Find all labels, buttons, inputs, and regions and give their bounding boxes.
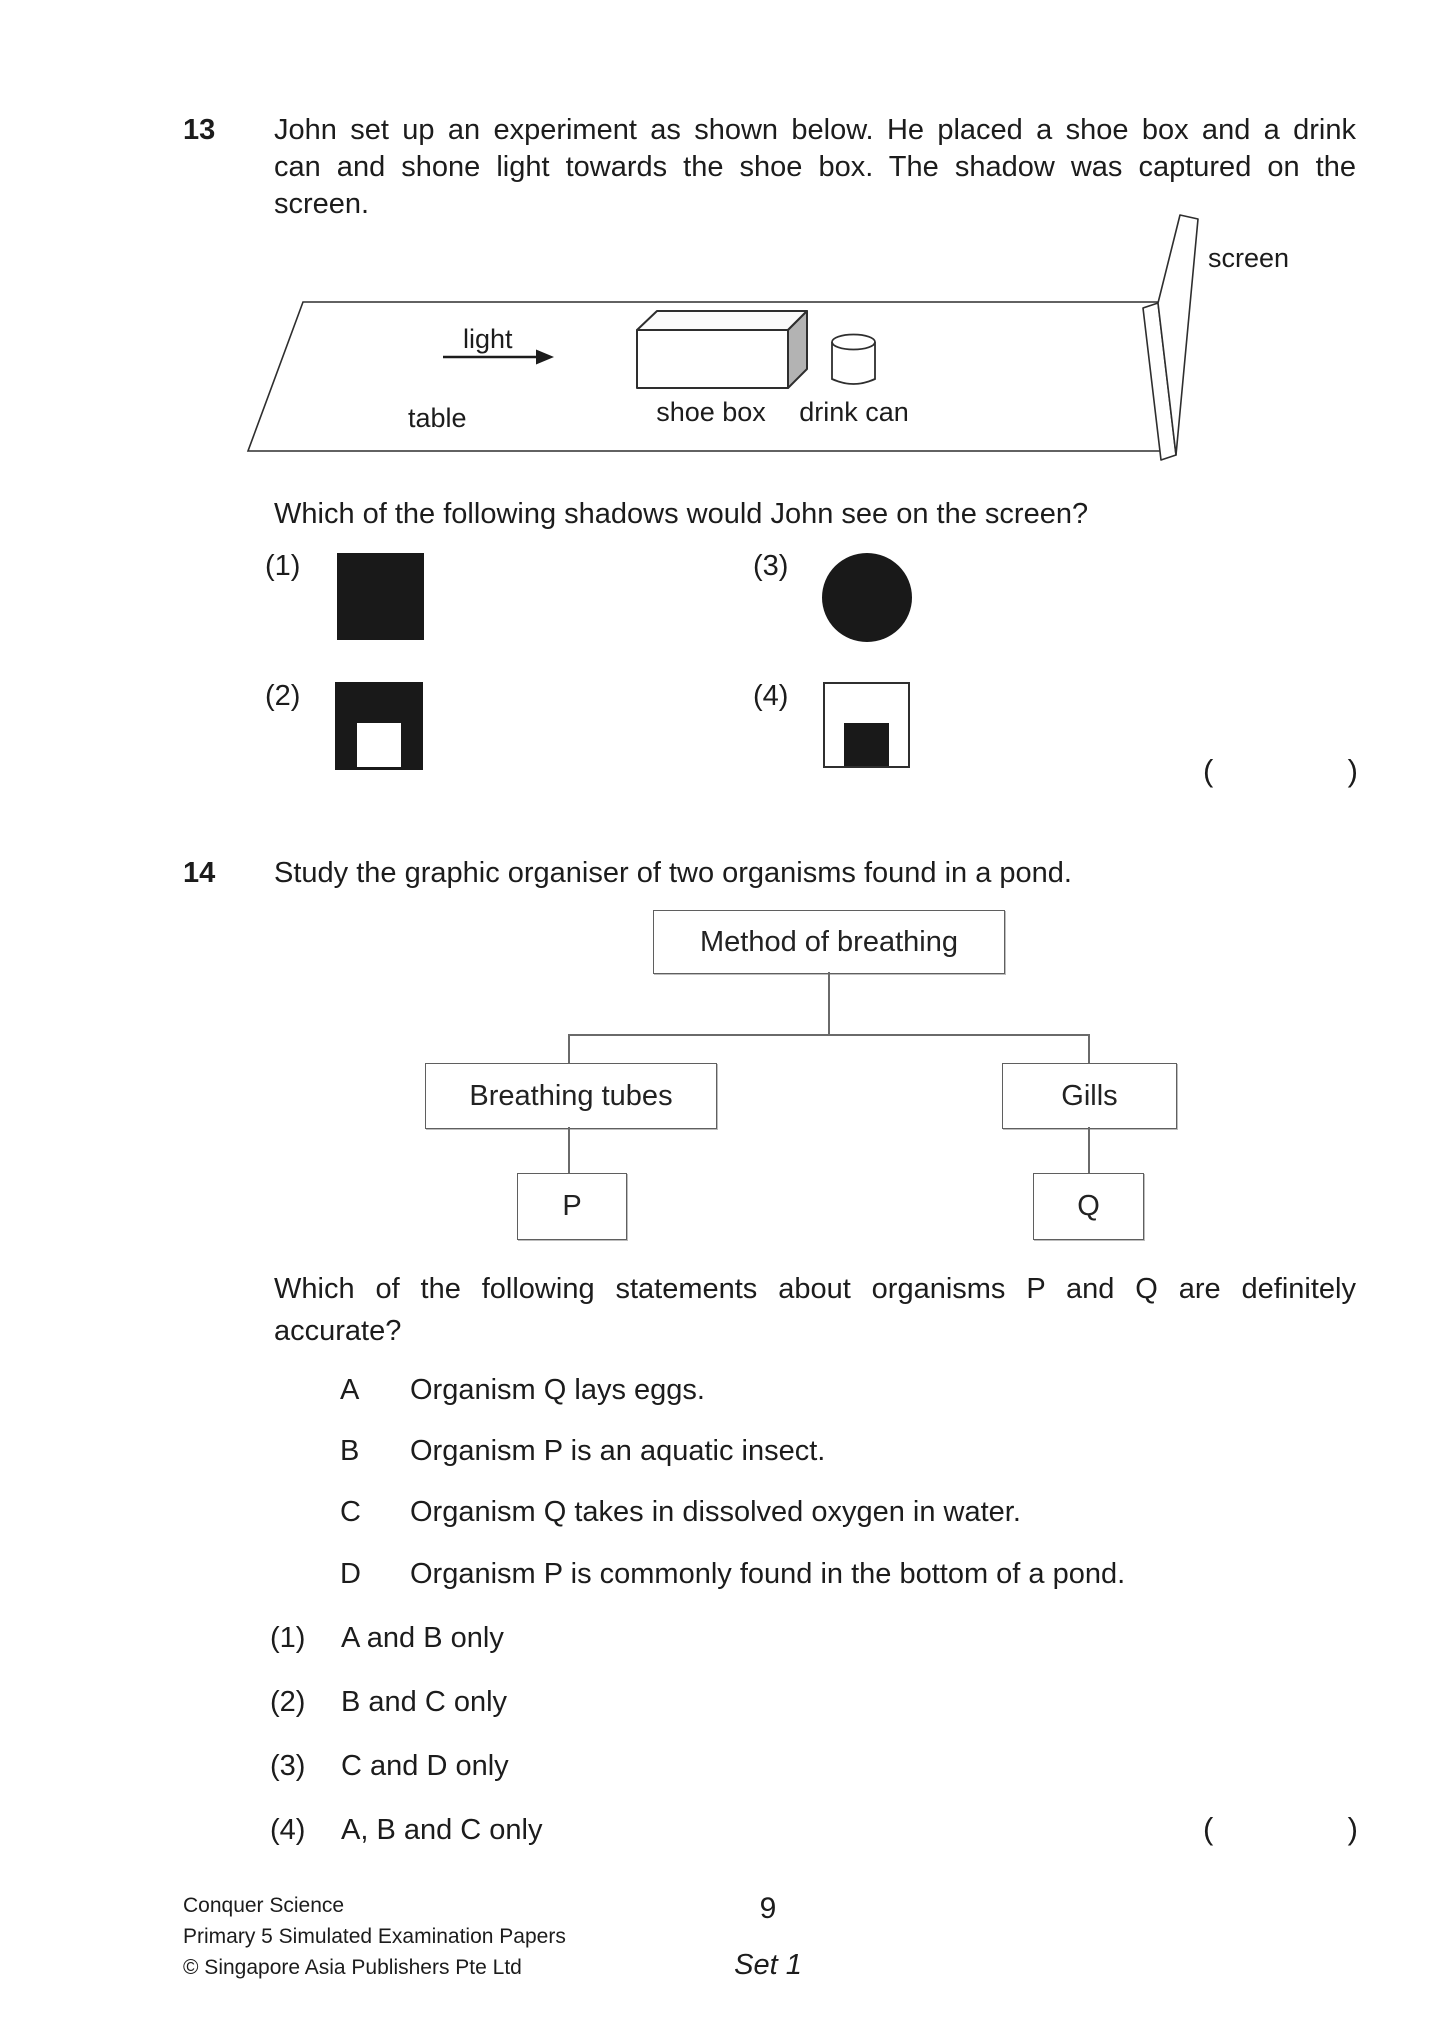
q14-answer-bracket: ( ) — [1203, 1810, 1358, 1847]
organiser-leaf-q-box: Q — [1033, 1173, 1144, 1240]
shoe-box-label: shoe box — [656, 397, 766, 427]
organiser-branch-right-box: Gills — [1002, 1063, 1177, 1129]
shadow-option-2-square-with-notch — [335, 682, 423, 770]
shadow-option-3-black-circle — [822, 553, 912, 642]
organiser-leaf-p-box: P — [517, 1173, 627, 1240]
set-label: Set 1 — [734, 1949, 802, 1981]
open-bracket: ( — [1203, 753, 1214, 788]
statement-a-text: Organism Q lays eggs. — [410, 1374, 705, 1406]
q14-question-line: accurate? — [274, 1315, 402, 1347]
screen-label: screen — [1208, 243, 1289, 273]
footer-line: Conquer Science — [183, 1894, 345, 1917]
q14-intro: Study the graphic organiser of two organ… — [274, 857, 1072, 889]
organiser-connector — [828, 972, 830, 1034]
q14-option-1-number: (1) — [270, 1622, 306, 1654]
q14-question-line: Which of the following statements about … — [274, 1273, 1356, 1305]
q13-option-2-number: (2) — [265, 680, 301, 712]
experiment-diagram: light table shoe box drink can screen — [246, 214, 1289, 461]
drink-can — [831, 333, 876, 385]
q13-question: Which of the following shadows would Joh… — [274, 498, 1089, 530]
organiser-connector — [1088, 1034, 1090, 1063]
shoe-box — [636, 310, 808, 389]
q14-option-2-text: B and C only — [341, 1686, 508, 1718]
q14-number: 14 — [183, 857, 216, 889]
statement-a-letter: A — [340, 1374, 360, 1406]
page-number: 9 — [759, 1892, 777, 1925]
q13-option-1-number: (1) — [265, 550, 301, 582]
q13-text-line: can and shone light towards the shoe box… — [274, 151, 1356, 183]
statement-b-letter: B — [340, 1435, 360, 1467]
q13-text: John set up an experiment as shown below… — [274, 112, 1356, 223]
footer-line: © Singapore Asia Publishers Pte Ltd — [183, 1956, 522, 1979]
organiser-branch-left-box: Breathing tubes — [425, 1063, 717, 1129]
close-bracket: ) — [1347, 1811, 1358, 1846]
q14-option-4-number: (4) — [270, 1814, 306, 1846]
organiser-root-box: Method of breathing — [653, 910, 1005, 974]
q14-question: Which of the following statements about … — [274, 1268, 1356, 1352]
statement-c-text: Organism Q takes in dissolved oxygen in … — [410, 1496, 1021, 1528]
q13-text-line: John set up an experiment as shown below… — [274, 114, 1356, 146]
q13-text-line: screen. — [274, 188, 370, 220]
q14-option-3-number: (3) — [270, 1750, 306, 1782]
statement-c-letter: C — [340, 1496, 361, 1528]
drink-can-label: drink can — [799, 397, 909, 427]
q13-number: 13 — [183, 114, 216, 146]
statement-d-text: Organism P is commonly found in the bott… — [410, 1558, 1126, 1590]
close-bracket: ) — [1347, 753, 1358, 788]
statement-d-letter: D — [340, 1558, 361, 1590]
black-rectangle — [844, 723, 889, 766]
shadow-option-1-black-square — [337, 553, 424, 640]
q14-option-4-text: A, B and C only — [341, 1814, 543, 1846]
q13-option-4-number: (4) — [753, 680, 789, 712]
q14-option-2-number: (2) — [270, 1686, 306, 1718]
screen-panel — [1142, 214, 1199, 461]
footer-center: 9 Set 1 — [688, 1892, 848, 1982]
organiser-connector — [568, 1127, 570, 1173]
footer-publisher-info: Conquer Science Primary 5 Simulated Exam… — [183, 1890, 566, 1983]
table-label: table — [408, 403, 467, 433]
organiser-connector — [568, 1034, 1089, 1036]
light-arrowhead — [536, 349, 554, 365]
open-bracket: ( — [1203, 1811, 1214, 1846]
q14-option-1-text: A and B only — [341, 1622, 504, 1654]
white-notch — [357, 723, 401, 767]
q13-answer-bracket: ( ) — [1203, 752, 1358, 789]
organiser-connector — [568, 1034, 570, 1063]
organiser-connector — [1088, 1127, 1090, 1173]
light-label: light — [463, 324, 513, 354]
shadow-option-4-outline-square — [823, 682, 910, 768]
q14-option-3-text: C and D only — [341, 1750, 509, 1782]
statement-b-text: Organism P is an aquatic insect. — [410, 1435, 826, 1467]
footer-line: Primary 5 Simulated Examination Papers — [183, 1925, 566, 1948]
q13-option-3-number: (3) — [753, 550, 789, 582]
